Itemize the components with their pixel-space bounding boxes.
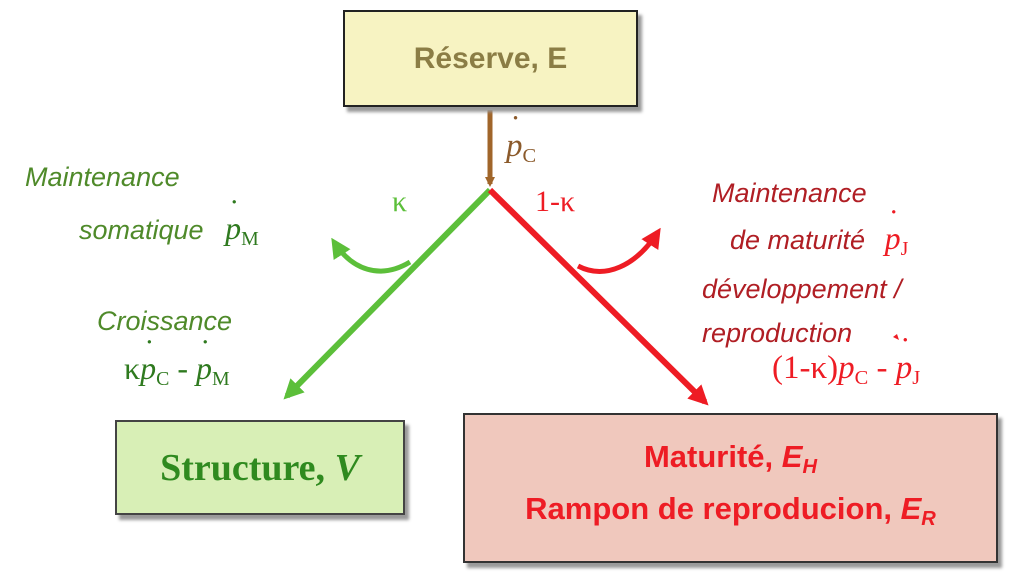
maturite-arrow xyxy=(487,187,709,406)
developpement-line2: reproduction xyxy=(702,318,853,348)
maintenance-somatique-line2: somatique xyxy=(79,215,204,245)
maintenance-maturite-line2-group: de maturité pJ xyxy=(730,202,909,261)
maturite-text: Maturité, xyxy=(643,438,782,474)
croissance-pc-symbol: p xyxy=(140,332,156,387)
maturite-sub: H xyxy=(802,456,818,478)
small-red-mark xyxy=(893,334,899,340)
croissance-minus: - xyxy=(169,350,197,386)
croissance-label: Croissance xyxy=(97,306,233,336)
maintenance-maturite-line1: Maintenance xyxy=(712,178,867,208)
croissance-pm-symbol: p xyxy=(196,332,212,387)
croissance-formula: κpC - pM xyxy=(124,332,230,391)
structure-var: V xyxy=(334,446,360,489)
croissance-kappa: κ xyxy=(124,350,141,386)
maintenance-somatique-line1: Maintenance xyxy=(25,162,180,192)
croissance-pm-subscript: M xyxy=(212,367,230,390)
reproduction-prefix: (1-κ) xyxy=(772,350,839,386)
flux-pc-symbol: p xyxy=(506,110,523,165)
flux-pc-subscript: C xyxy=(522,145,537,168)
reproduction-sub: R xyxy=(921,508,936,531)
structure-arrow xyxy=(283,187,493,400)
pm-formula: pM xyxy=(225,192,259,250)
reproduction-pc-symbol: p xyxy=(838,332,855,387)
pj-formula: pJ xyxy=(885,202,909,260)
maturite-box: Maturité, EH Rampon de reproducion, ER xyxy=(463,413,998,563)
reproduction-pc-subscript: C xyxy=(854,367,869,390)
structure-box: Structure, V xyxy=(115,420,405,515)
reproduction-var: E xyxy=(900,491,922,526)
developpement-line1: développement / xyxy=(702,274,902,304)
one-minus-kappa-label: 1-κ xyxy=(535,185,576,218)
pj-symbol: p xyxy=(885,202,901,257)
reproduction-text: Rampon de reproducion, xyxy=(525,491,901,526)
maintenance-maturite-line2: de maturité xyxy=(730,225,866,255)
maturite-line1: Maturité, EH xyxy=(644,436,817,488)
reserve-box: Réserve, E xyxy=(343,10,638,107)
maintenance-somatique-arrow xyxy=(331,237,412,274)
pm-symbol: p xyxy=(225,192,241,247)
reproduction-pj-symbol: p xyxy=(896,332,913,387)
kappa-label: κ xyxy=(392,185,408,218)
structure-text: Structure, xyxy=(160,446,335,489)
reproduction-minus: - xyxy=(868,350,896,386)
maturite-var: E xyxy=(781,438,803,474)
reproduction-pj-subscript: J xyxy=(912,367,921,390)
flux-pc-label: pC xyxy=(506,110,537,168)
maintenance-somatique-line2-group: somatique pM xyxy=(79,192,259,251)
reproduction-formula: (1-κ)pC - pJ xyxy=(772,332,921,390)
reserve-label: Réserve, E xyxy=(413,41,568,75)
structure-label: Structure, V xyxy=(160,446,360,490)
pj-subscript: J xyxy=(900,237,909,260)
croissance-pc-subscript: C xyxy=(156,367,170,390)
maturite-line2: Rampon de reproducion, ER xyxy=(525,488,936,540)
maintenance-maturite-arrow xyxy=(576,227,661,274)
pm-subscript: M xyxy=(241,227,259,250)
